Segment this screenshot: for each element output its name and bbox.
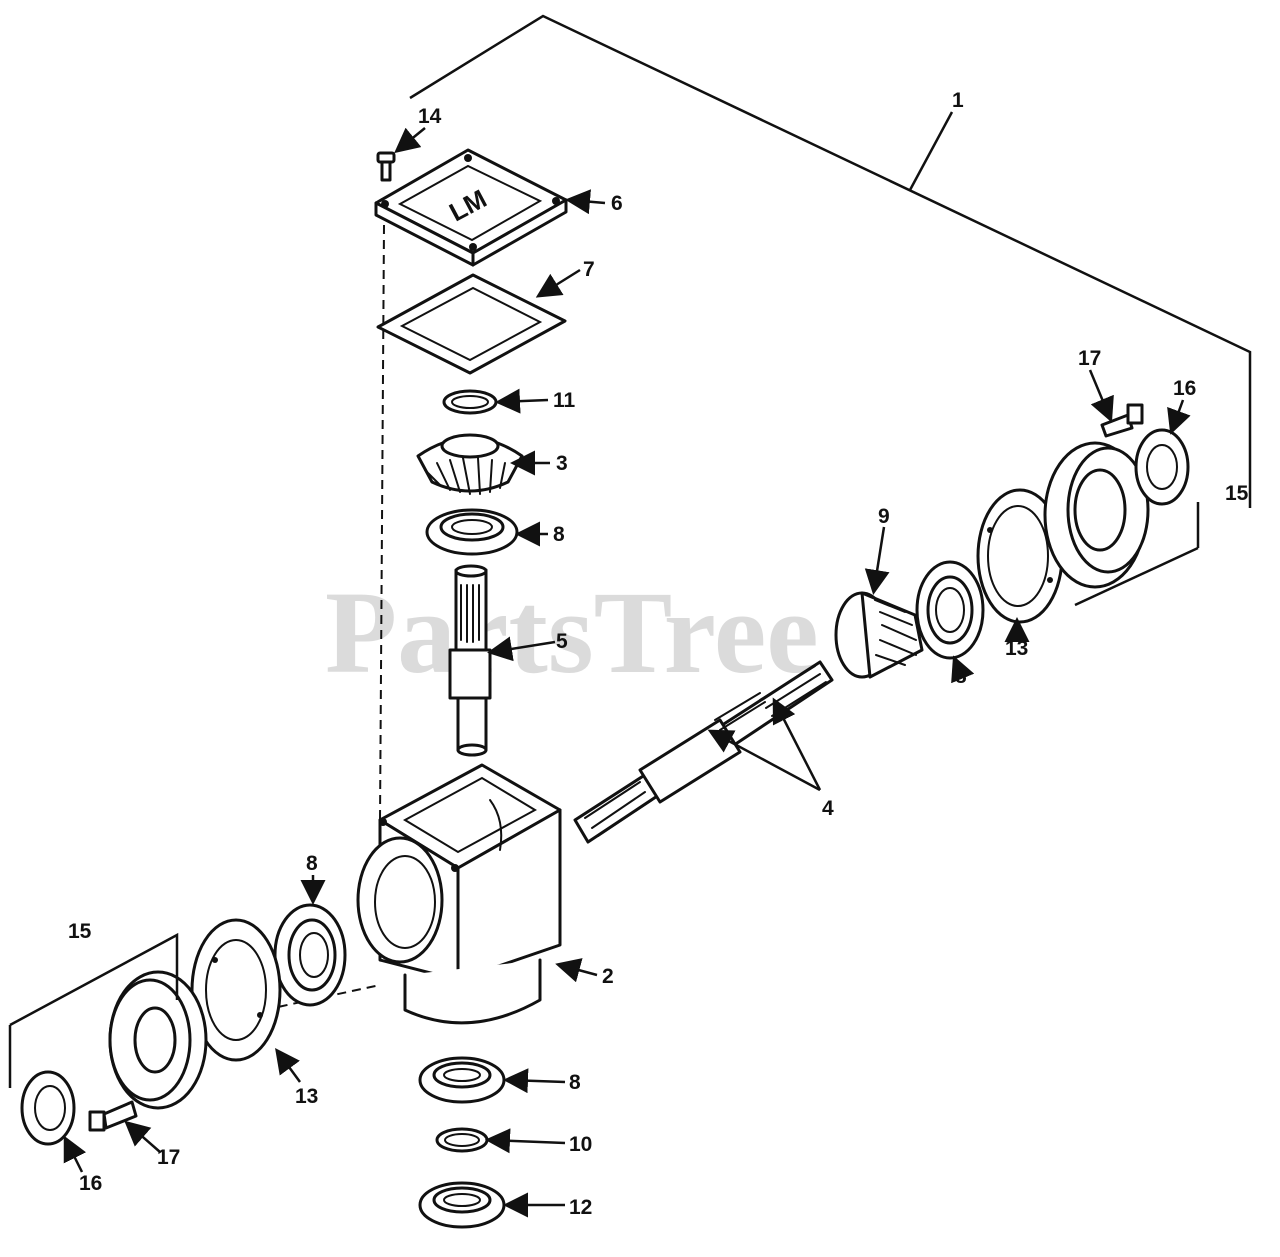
callout-15-right: 15 [1225,482,1249,505]
bearing-housing-15-left [8,932,208,1110]
bolt-14 [376,151,396,182]
snap-ring-10 [435,1127,489,1153]
bearing-8-bottom [418,1056,506,1104]
bevel-gear-3 [416,433,524,495]
callout-9: 9 [878,505,890,528]
callout-5: 5 [556,630,568,653]
callout-13-right: 13 [1005,637,1028,660]
axis-dashed-line [263,984,381,1011]
callout-8-top: 8 [553,523,565,546]
callout-labels: 1 14 6 7 11 3 8 5 9 17 16 15 13 8 4 8 2 … [68,89,1249,1219]
callout-11: 11 [553,389,576,412]
seal-12 [418,1181,506,1229]
callout-17-right: 17 [1078,347,1101,370]
assembly-bracket [409,14,1252,508]
shaft-5 [448,564,492,757]
gearbox-housing-2 [356,763,562,1025]
callout-12: 12 [569,1196,592,1219]
callout-13-left: 13 [295,1085,318,1108]
callout-15-left: 15 [68,920,92,943]
leader-lines [63,127,1191,1218]
callout-8-bottom: 8 [569,1071,581,1094]
watermark-text: PartsTree [325,567,819,698]
alignment-dashed-line [379,224,385,821]
bearing-8-top [425,508,519,556]
callout-16-left: 16 [79,1172,102,1195]
bearing-8-right [915,560,985,660]
callout-6: 6 [611,192,623,215]
callout-7: 7 [583,258,595,281]
bevel-gear-9 [834,591,924,679]
seal-16-right [1134,428,1190,506]
callout-16-right: 16 [1173,377,1196,400]
callout-17-left: 17 [157,1146,180,1169]
callout-4: 4 [822,797,834,820]
callout-1: 1 [952,89,964,112]
callout-2: 2 [602,965,614,988]
bearing-8-left [273,903,347,1007]
bolt-17-right [1100,403,1144,438]
callout-8-left: 8 [306,852,318,875]
snap-ring-11 [442,389,498,415]
callout-8-right: 8 [955,665,967,688]
callout-14: 14 [418,105,442,128]
callout-3: 3 [556,452,568,475]
cover-plate-6: LM [374,148,568,267]
bearing-housing-15-right [1043,441,1200,607]
seal-16-left [20,1070,76,1146]
bolt-17-left [88,1100,138,1132]
gasket-7 [376,273,567,375]
callout-10: 10 [569,1133,592,1156]
